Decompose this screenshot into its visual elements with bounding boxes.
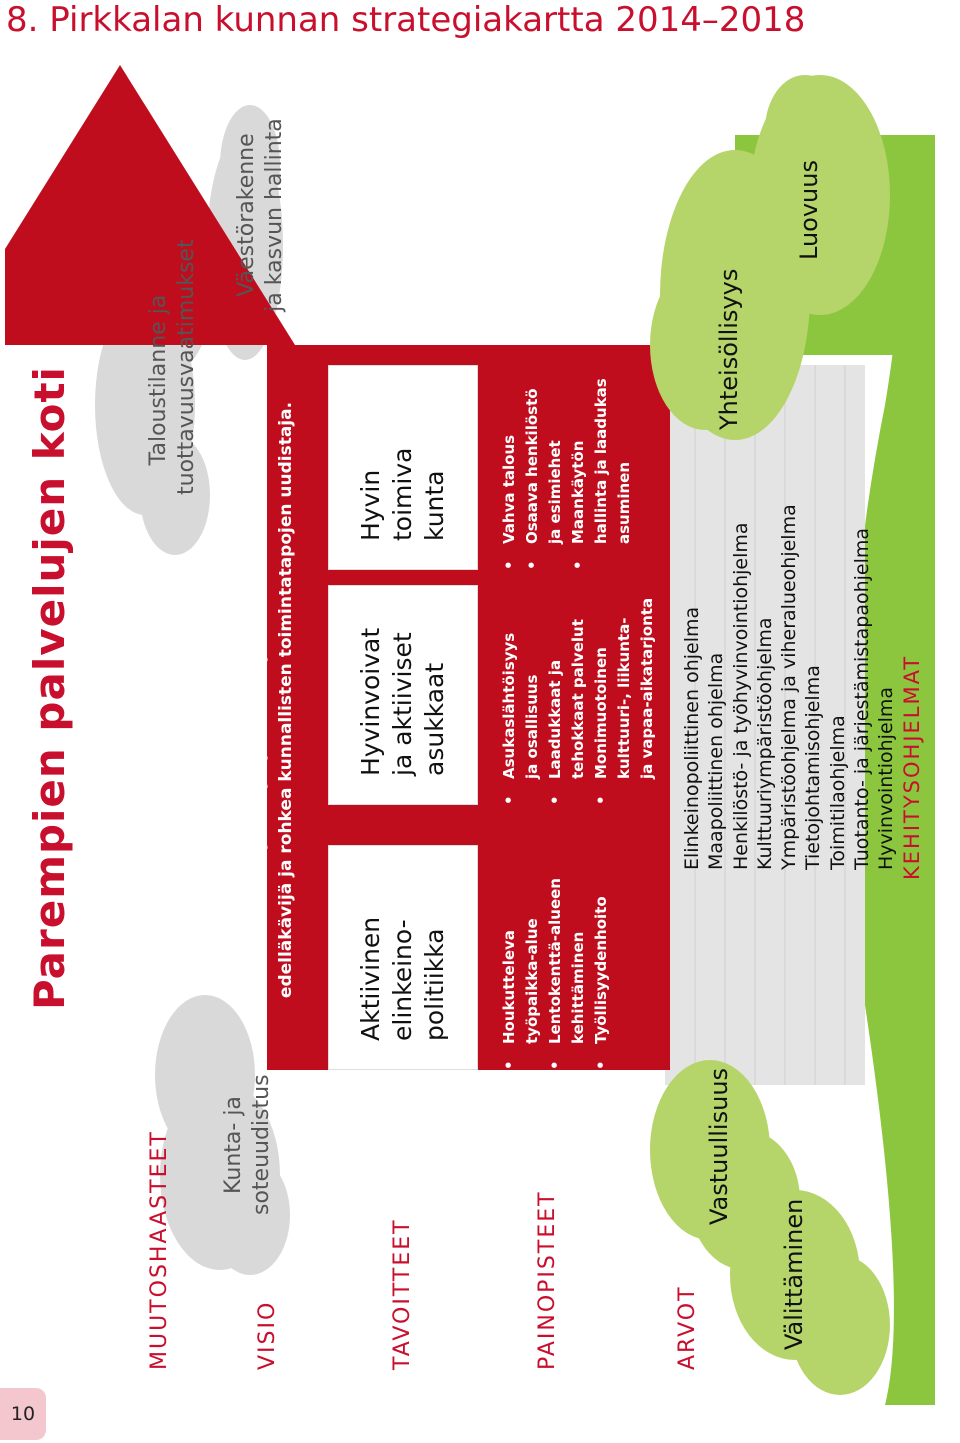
focus-line: ja osallisuus [523, 674, 541, 779]
development-program-item: Kulttuuriympäristöohjelma [753, 617, 776, 871]
focus-item: Monimuotoinen kulttuuri-, liikunta-ja vap… [590, 565, 659, 805]
focus-line: hallinta ja laadukas [592, 378, 610, 544]
challenge-kunta: Kunta- ja soteuudistus [220, 1074, 276, 1215]
vision-line4: asukkaiden ja elinympäristön hyvinvointi… [249, 436, 269, 964]
focus-line: kulttuuri-, liikunta- [615, 617, 633, 779]
goal-box-elinkeino: Aktiivinen elinkeino- politiikka [328, 845, 478, 1070]
goal-elinkeino-line1: Aktiivinen [356, 916, 385, 1041]
goal-elinkeino-line3: politiikka [420, 928, 449, 1041]
focus-line: Työllisyydenhoito [592, 896, 610, 1044]
focus-list-asukkaat: Asukaslähtöisyys ja osallisuus Laadukkaat… [498, 565, 659, 805]
goal-elinkeino-line2: elinkeino- [388, 919, 417, 1041]
tree-vastuullisuus [650, 1060, 800, 1270]
development-program-item: Tietojohtamisohjelma [802, 665, 825, 870]
goal-asukkaat-line2: ja aktiiviset [388, 632, 417, 776]
focus-line: tehokkaat palvelut [569, 619, 587, 779]
focus-item: Laadukkaat ja tehokkaat palvelut [544, 565, 590, 805]
vision-statement: Olemme elinvoimainen ja voimakkaasti ver… [165, 340, 300, 1060]
value-vastuullisuus: Vastuullisuus [705, 1067, 733, 1225]
tree-valittaminen [730, 1190, 890, 1395]
challenge-vaesto: Väestörakenne ja kasvun hallinta [233, 115, 289, 315]
focus-list-kunta: Vahva talous Osaava henkilöstö ja esimieh… [498, 360, 636, 570]
vision-line5: edelläkävijä ja rohkea kunnallisten toim… [276, 401, 296, 999]
goal-asukkaat: Hyvinvoivat ja aktiiviset asukkaat [355, 628, 451, 776]
development-program-item: Henkilöstö- ja työhyvinvointiohjelma [729, 522, 752, 870]
focus-line: Houkutteleva [500, 930, 518, 1044]
cloud-kunta [155, 995, 290, 1275]
development-program-list: Elinkeinopoliittinen ohjelma Maapoliitti… [680, 350, 899, 870]
development-program-item: Tuotanto- ja järjestämistapaohjelma [851, 527, 874, 870]
focus-list-elinkeino: Houkutteleva työpaikka-alue Lentokenttä-a… [498, 810, 613, 1070]
page-number: 10 [0, 1388, 46, 1440]
row-label-muutoshaasteet: MUUTOSHAASTEET [147, 1130, 172, 1370]
challenge-kunta-line1: Kunta- ja [221, 1096, 246, 1194]
focus-line: Maankäytön [569, 440, 587, 544]
development-program-item: Toimitilaohjelma [826, 715, 849, 870]
focus-line: ja vapaa-aikatarjonta [638, 597, 656, 779]
focus-item: Vahva talous [498, 360, 521, 570]
strategy-map-canvas: Parempien palvelujen koti MUUTOSHAASTEET… [5, 65, 935, 1405]
house-roof [5, 65, 295, 345]
development-program-item: Hyvinvointiohjelma [875, 686, 898, 870]
value-valittaminen: Välittäminen [780, 1198, 808, 1350]
focus-item: Houkutteleva työpaikka-alue [498, 810, 544, 1070]
goal-elinkeino: Aktiivinen elinkeino- politiikka [355, 917, 451, 1041]
goal-box-kunta: Hyvin toimiva kunta [328, 365, 478, 570]
goal-asukkaat-line1: Hyvinvoivat [356, 627, 385, 776]
goal-asukkaat-line3: asukkaat [420, 662, 449, 776]
focus-line: Osaava henkilöstö [523, 388, 541, 544]
row-label-painopisteet: PAINOPISTEET [535, 1190, 560, 1370]
development-program-item: Maapoliittinen ohjelma [705, 652, 728, 870]
focus-line: Asukaslähtöisyys [500, 632, 518, 779]
goal-box-asukkaat: Hyvinvoivat ja aktiiviset asukkaat [328, 585, 478, 805]
focus-item: Osaava henkilöstö ja esimiehet [521, 360, 567, 570]
goal-kunta-line3: kunta [420, 470, 449, 541]
focus-line: työpaikka-alue [523, 918, 541, 1044]
challenge-kunta-line2: soteuudistus [249, 1074, 274, 1215]
main-title: Parempien palvelujen koti [25, 366, 74, 1010]
focus-line: Vahva talous [500, 434, 518, 544]
focus-line: asuminen [615, 461, 633, 544]
tree-luovuus [750, 75, 890, 315]
value-luovuus: Luovuus [795, 160, 823, 260]
vision-line1: Olemme [168, 660, 188, 740]
focus-line: ja esimiehet [546, 440, 564, 544]
ground-hill [849, 145, 935, 1405]
challenge-vaesto-line1: Väestörakenne [234, 133, 259, 297]
goal-kunta: Hyvin toimiva kunta [355, 448, 451, 541]
development-program-item: Elinkeinopoliittinen ohjelma [681, 606, 703, 870]
focus-item: Lentokenttä-alueen kehittäminen [544, 810, 590, 1070]
focus-item: Asukaslähtöisyys ja osallisuus [498, 565, 544, 805]
focus-item: Työllisyydenhoito [590, 810, 613, 1070]
focus-line: Lentokenttä-alueen [546, 878, 564, 1044]
row-label-arvot: ARVOT [675, 1285, 700, 1370]
row-label-tavoitteet: TAVOITTEET [390, 1218, 415, 1370]
vision-line2: elinvoimainen ja voimakkaasti [195, 554, 215, 846]
challenge-vaesto-line2: ja kasvun hallinta [262, 118, 287, 312]
vision-line3: verkottunut kunta, joka kehittää aktiivi… [222, 487, 242, 913]
goal-kunta-line2: toimiva [388, 447, 417, 541]
focus-line: Laadukkaat ja [546, 659, 564, 779]
development-program-item: Ympäristöohjelma ja viheralueohjelma [778, 504, 801, 870]
focus-line: Monimuotoinen [592, 647, 610, 779]
goal-kunta-line1: Hyvin [356, 469, 385, 541]
page-title: 8. Pirkkalan kunnan strategiakartta 2014… [6, 0, 806, 40]
focus-line: kehittäminen [569, 931, 587, 1044]
development-programs-title: KEHITYSOHJELMAT [900, 654, 924, 880]
row-label-visio: VISIO [255, 1300, 280, 1370]
focus-item: Maankäytön hallinta ja laadukas asuminen [567, 360, 636, 570]
